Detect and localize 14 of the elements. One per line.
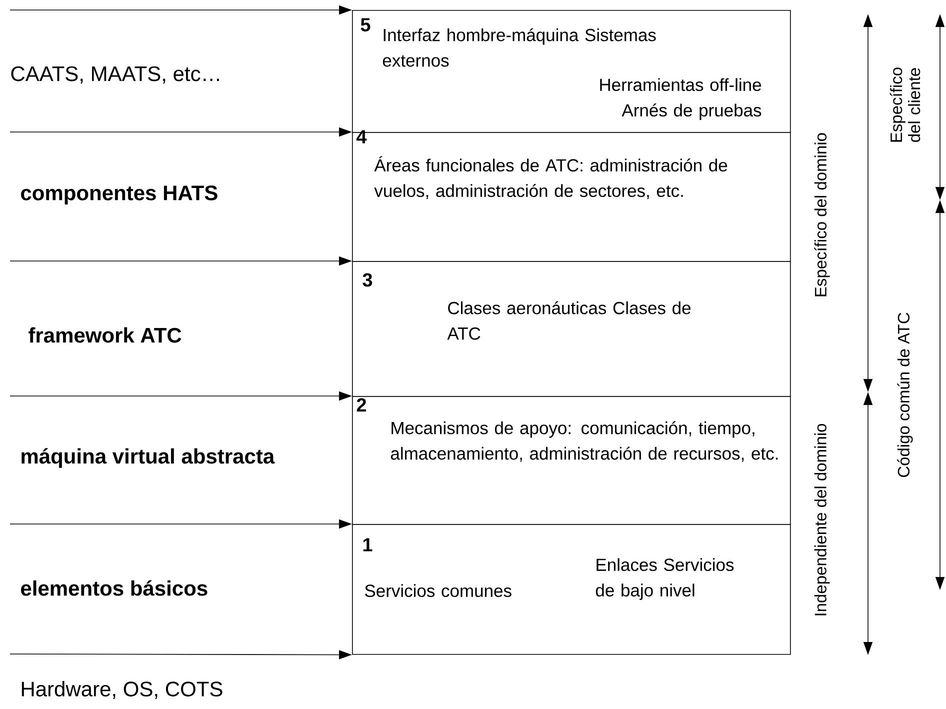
layer-label: Hardware, OS, COTS	[22, 681, 222, 699]
layer-label: framework ATC	[28, 327, 182, 343]
layer-label: componentes HATS	[21, 185, 218, 204]
range-label: Específico del cliente	[890, 68, 920, 142]
layer-box: 4 Áreas funcionales de ATC: administración de vuelos, administración de sectores, etc.	[352, 130, 791, 262]
layer-box: 1 Servicios comunes Enlaces Servicios de bajo nivel	[352, 524, 791, 655]
range-label: Específico del dominio	[814, 133, 830, 296]
layer-box: 2 Mecanismos de apoyo: comunicación, tiempo, almacenamiento, administración de recursos, etc.	[352, 396, 791, 525]
range-label: Código común de ATC	[897, 312, 913, 477]
layer-label: elementos básicos	[21, 580, 208, 596]
layer-label: CAATS, MAATS, etc…	[11, 66, 219, 84]
layer-box: 3 Clases aeronáuticas Clases de ATC	[352, 261, 791, 397]
range-label: Independiente del dominio	[814, 424, 830, 616]
layer-label: máquina virtual abstracta	[22, 448, 275, 468]
